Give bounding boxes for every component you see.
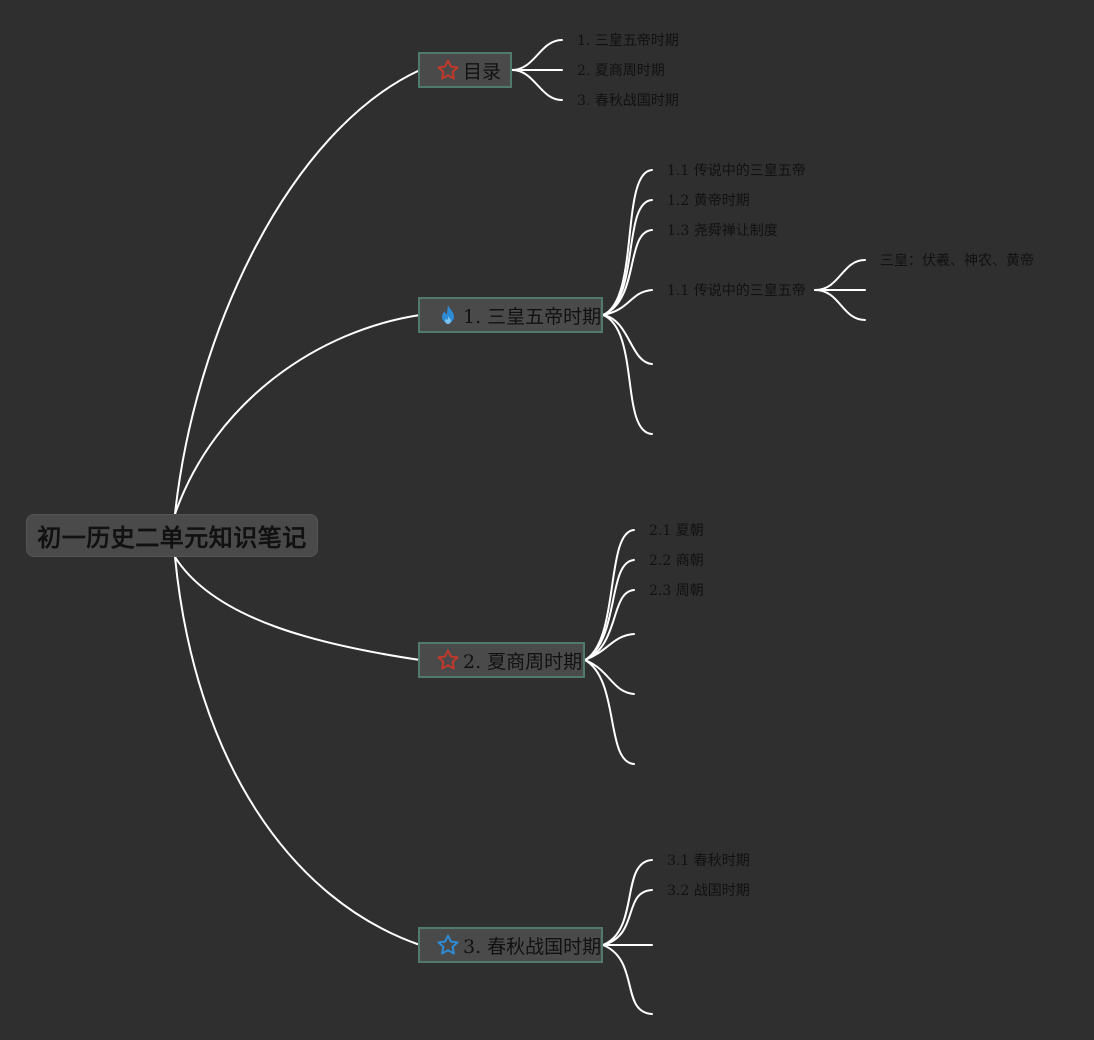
subtopic[interactable]: 1.2 黄帝时期 [667,193,750,209]
subtopic[interactable]: 2.2 商朝 [649,553,704,569]
toc-item[interactable]: 1. 三皇五帝时期 [577,33,679,49]
toc-item[interactable]: 3. 春秋战国时期 [577,93,679,109]
topic-label: 1. 三皇五帝时期 [463,305,602,328]
subtopic[interactable]: 3.2 战国时期 [667,883,750,899]
star-icon [436,58,460,82]
topic-3[interactable]: 3. 春秋战国时期 [418,927,603,963]
topic-toc[interactable]: 目录 [418,52,512,88]
connector-root-topic3 [174,556,421,946]
connector-root-topic1 [174,314,421,515]
fire-icon [436,303,460,327]
detail-item[interactable]: 三皇：伏羲、神农、黄帝 [880,253,1034,269]
root-node[interactable]: 初一历史二单元知识笔记 [26,514,318,557]
root-label: 初一历史二单元知识笔记 [37,524,307,552]
connector-root-toc [174,69,421,515]
subtopic[interactable]: 2.1 夏朝 [649,523,704,539]
subtopic[interactable]: 1.1 传说中的三皇五帝 [667,163,806,179]
subtopic[interactable]: 2.3 周朝 [649,583,704,599]
subtopic[interactable]: 1.1 传说中的三皇五帝 [667,283,806,299]
star-icon [436,648,460,672]
topic-label: 3. 春秋战国时期 [463,935,602,958]
topic-1[interactable]: 1. 三皇五帝时期 [418,297,603,333]
subtopic[interactable]: 1.3 尧舜禅让制度 [667,223,778,239]
connector-root-topic2 [174,556,421,661]
topic-2[interactable]: 2. 夏商周时期 [418,642,585,678]
topic-label: 2. 夏商周时期 [463,650,583,673]
star-icon [436,933,460,957]
toc-item[interactable]: 2. 夏商周时期 [577,63,665,79]
subtopic[interactable]: 3.1 春秋时期 [667,853,750,869]
topic-label: 目录 [463,60,502,83]
